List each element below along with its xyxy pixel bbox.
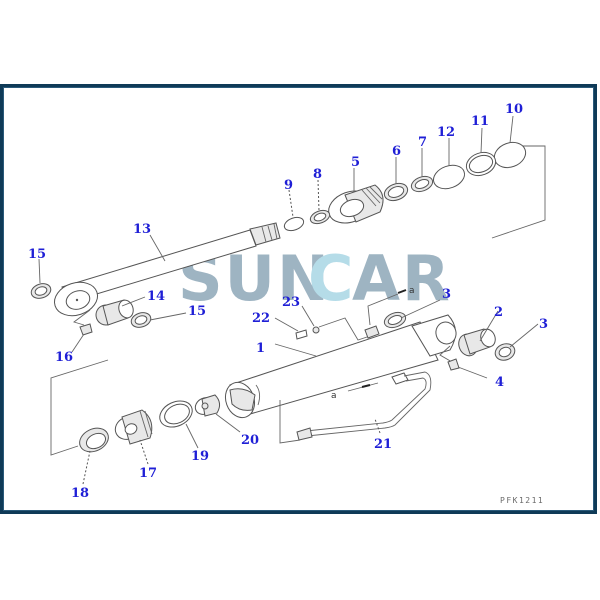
leader-4 bbox=[457, 366, 488, 379]
bracket-16 bbox=[73, 309, 91, 326]
callout-1: 1 bbox=[256, 341, 265, 356]
leader-19 bbox=[185, 423, 199, 449]
leader-1 bbox=[274, 343, 317, 357]
leader-8 bbox=[317, 179, 320, 212]
part-16-grease-fitting bbox=[79, 323, 93, 336]
diagram-frame-inner-border bbox=[3, 87, 594, 511]
callout-9: 9 bbox=[284, 178, 293, 193]
drawing-code: PFK1211 bbox=[500, 496, 544, 505]
leader-15b bbox=[149, 312, 187, 321]
leader-3a bbox=[400, 299, 441, 319]
part-10-o-ring bbox=[493, 141, 527, 169]
part-17-piston bbox=[114, 409, 153, 445]
part-20-nut bbox=[194, 394, 221, 417]
part-13-thread bbox=[249, 222, 281, 246]
ref-mark-a-top: a bbox=[409, 286, 415, 296]
ref-arrow-a-lower bbox=[361, 384, 371, 388]
leader-14 bbox=[121, 296, 146, 307]
bracket-4 bbox=[439, 345, 453, 363]
callout-15-left: 15 bbox=[28, 247, 46, 262]
part-1-clevis bbox=[411, 314, 457, 357]
watermark-text-ar: AR bbox=[352, 242, 452, 315]
callout-23: 23 bbox=[282, 295, 300, 310]
ref-line-a-top bbox=[367, 293, 399, 326]
callout-14: 14 bbox=[147, 289, 165, 304]
tube-port-fitting bbox=[364, 325, 380, 339]
leader-22 bbox=[274, 317, 299, 332]
callout-16: 16 bbox=[55, 350, 73, 365]
callout-8: 8 bbox=[313, 167, 322, 182]
callout-10: 10 bbox=[505, 102, 523, 117]
callout-11: 11 bbox=[471, 114, 489, 129]
leader-3b bbox=[509, 323, 539, 348]
bracket-lower-left bbox=[50, 359, 109, 456]
callout-15-lower: 15 bbox=[188, 304, 206, 319]
part-11-inner bbox=[468, 154, 494, 174]
callout-5: 5 bbox=[351, 155, 360, 170]
part-21-pipe bbox=[296, 371, 432, 441]
watermark-text-c: C bbox=[308, 242, 356, 315]
leader-2 bbox=[479, 310, 499, 342]
leader-18 bbox=[82, 450, 91, 485]
part-14-bushing bbox=[95, 299, 134, 326]
ref-arrow-a-top bbox=[397, 289, 407, 294]
bracket-23-22 bbox=[318, 317, 371, 341]
leader-16 bbox=[71, 333, 85, 353]
part-4-grease-fitting bbox=[447, 358, 460, 371]
part-2-bushing bbox=[458, 328, 496, 357]
callout-13: 13 bbox=[133, 222, 151, 237]
callout-17: 17 bbox=[139, 466, 157, 481]
bracket-tube-bottom bbox=[279, 400, 301, 444]
piston-assembly-group bbox=[50, 359, 241, 485]
leader-10 bbox=[509, 115, 514, 144]
callout-3-right: 3 bbox=[539, 317, 548, 332]
leader-9 bbox=[288, 189, 294, 218]
part-5-cylinder-head bbox=[328, 184, 384, 224]
part-8-inner bbox=[313, 212, 327, 222]
part-7-inner bbox=[414, 179, 430, 189]
part-6-inner bbox=[387, 186, 405, 198]
leader-20 bbox=[215, 413, 241, 433]
leader-13 bbox=[149, 234, 166, 262]
leader-21 bbox=[374, 418, 381, 434]
watermark: SUN C AR bbox=[178, 242, 452, 315]
callout-6: 6 bbox=[392, 144, 401, 159]
callout-2: 2 bbox=[494, 305, 503, 320]
callout-3-upper: 3 bbox=[442, 287, 451, 302]
callout-22: 22 bbox=[252, 311, 270, 326]
head-assembly-group bbox=[283, 115, 546, 239]
ref-mark-a-lower: a bbox=[331, 391, 337, 401]
leader-11 bbox=[480, 127, 483, 154]
bracket-line-top-right bbox=[491, 145, 546, 239]
cylinder-tube-group: a a bbox=[224, 286, 539, 444]
leader-17 bbox=[139, 439, 149, 465]
callout-12: 12 bbox=[437, 125, 455, 140]
part-22-bolt bbox=[295, 329, 308, 340]
part-23-washer bbox=[312, 326, 320, 334]
part-12-o-ring bbox=[433, 164, 465, 190]
callout-18: 18 bbox=[71, 486, 89, 501]
callout-19: 19 bbox=[191, 449, 209, 464]
callout-21: 21 bbox=[374, 437, 392, 452]
leader-15a bbox=[38, 258, 41, 284]
callout-labels: 1 2 3 3 4 5 6 7 8 9 10 11 12 13 14 15 15… bbox=[28, 102, 548, 501]
callout-7: 7 bbox=[418, 135, 427, 150]
callout-4: 4 bbox=[495, 375, 504, 390]
piston-rod-group bbox=[30, 222, 281, 353]
part-1-tube-mouth bbox=[224, 381, 261, 419]
callout-20: 20 bbox=[241, 433, 259, 448]
part-9-snap-ring bbox=[283, 216, 305, 232]
leader-23 bbox=[301, 305, 315, 327]
